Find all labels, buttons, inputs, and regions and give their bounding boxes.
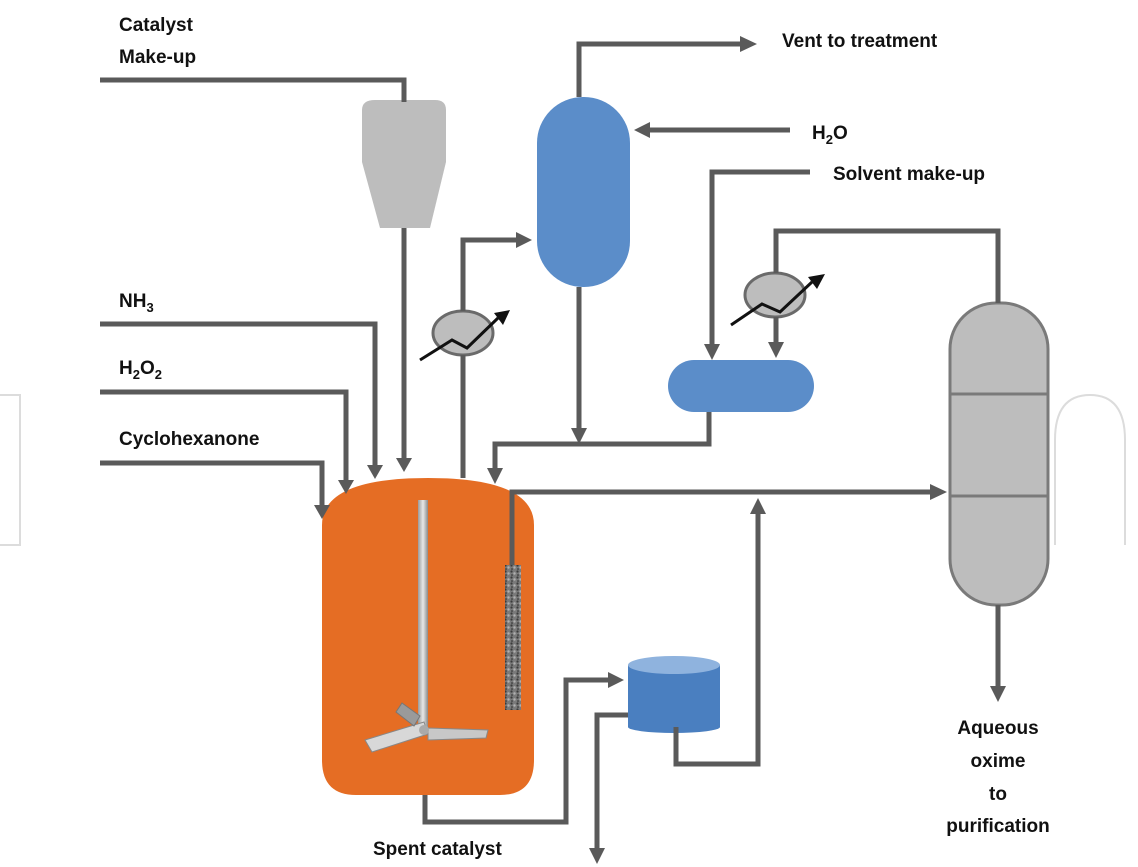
decanter-vessel — [668, 360, 814, 412]
label-spent-catalyst: Spent catalyst — [373, 839, 502, 860]
distillation-column — [948, 301, 1050, 607]
label-h2o: H2O — [812, 123, 848, 147]
label-cyclohexanone: Cyclohexanone — [119, 429, 259, 450]
absorber-column — [537, 97, 630, 287]
heat-exchanger-left — [419, 309, 510, 362]
filter-cartridge — [505, 565, 521, 710]
label-product-line1: Aqueous — [957, 718, 1038, 739]
label-product-line3: to — [989, 784, 1007, 805]
label-nh3: NH3 — [119, 291, 154, 315]
label-solvent-makeup: Solvent make-up — [833, 164, 985, 185]
label-catalyst-makeup-line2: Make-up — [119, 47, 196, 68]
agitator — [364, 500, 489, 753]
catalyst-separator-tank — [628, 656, 720, 733]
watermark — [0, 393, 1126, 546]
label-h2o2: H2O2 — [119, 358, 162, 382]
catalyst-hopper — [362, 100, 446, 228]
label-catalyst-makeup-line1: Catalyst — [119, 15, 194, 36]
label-product-line4: purification — [946, 816, 1049, 837]
piping — [100, 36, 1006, 864]
label-vent: Vent to treatment — [782, 31, 938, 52]
label-product-line2: oxime — [971, 751, 1026, 772]
